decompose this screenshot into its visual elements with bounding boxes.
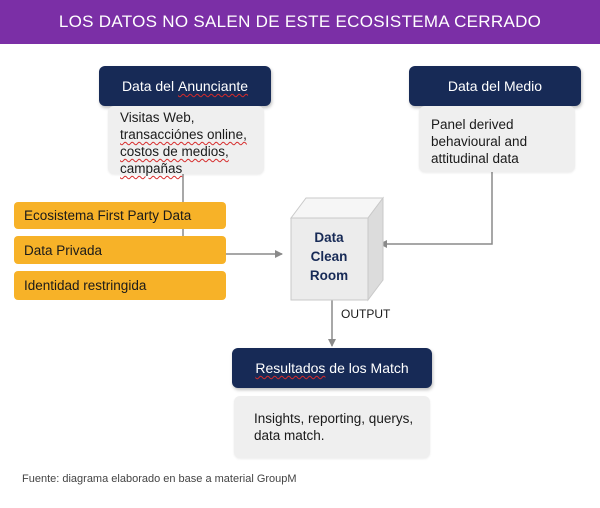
restricted-identity-label: Identidad restringida — [24, 278, 147, 293]
results-details: Insights, reporting, querys, data match. — [234, 396, 430, 458]
media-data-details: Panel derived behavioural and attitudina… — [419, 106, 575, 172]
private-data-box: Data Privada — [14, 236, 226, 264]
private-data-label: Data Privada — [24, 242, 103, 258]
first-party-ecosystem-box: Ecosistema First Party Data — [14, 202, 226, 229]
advertiser-line: Visitas Web, — [120, 110, 195, 125]
media-line: attitudinal data — [431, 151, 519, 166]
restricted-identity-box: Identidad restringida — [14, 271, 226, 300]
media-header-label: Data del Medio — [447, 78, 543, 94]
output-label: OUTPUT — [341, 307, 391, 321]
data-clean-room-cube — [290, 196, 384, 302]
media-line: Panel derived — [431, 117, 514, 132]
advertiser-line: costos de medios, — [120, 144, 229, 159]
media-line: behavioural and — [431, 134, 528, 149]
media-data-header: Data del Medio — [409, 66, 581, 106]
clean-room-line: Room — [309, 268, 349, 283]
advertiser-data-header: Data del Anunciante — [99, 66, 271, 106]
banner-title: LOS DATOS NO SALEN DE ESTE ECOSISTEMA CE… — [58, 12, 542, 31]
results-line: data match. — [254, 428, 325, 443]
source-footnote: Fuente: diagrama elaborado en base a mat… — [22, 473, 297, 485]
cube-front-face — [290, 217, 369, 301]
cube-top-face — [290, 197, 384, 219]
advertiser-line: campañas — [120, 161, 183, 176]
results-line: Insights, reporting, querys, — [254, 411, 414, 426]
results-header-word: Resultados — [255, 360, 326, 376]
advertiser-line: transacciónes online, — [120, 127, 247, 142]
clean-room-line: Data — [314, 230, 344, 245]
advertiser-header-prefix: Data del — [121, 78, 178, 94]
results-header: Resultados de los Match — [232, 348, 432, 388]
title-banner: LOS DATOS NO SALEN DE ESTE ECOSISTEMA CE… — [0, 0, 600, 44]
first-party-label: Ecosistema First Party Data — [24, 208, 192, 223]
arrow-media-to-clean-room — [379, 172, 493, 248]
clean-room-label: Data Clean Room — [296, 228, 362, 285]
advertiser-data-details: Visitas Web, transacciónes online, costo… — [108, 106, 264, 176]
advertiser-header-word: Anunciante — [177, 78, 249, 94]
clean-room-line: Clean — [310, 249, 348, 264]
results-header-suffix: de los Match — [325, 360, 409, 376]
